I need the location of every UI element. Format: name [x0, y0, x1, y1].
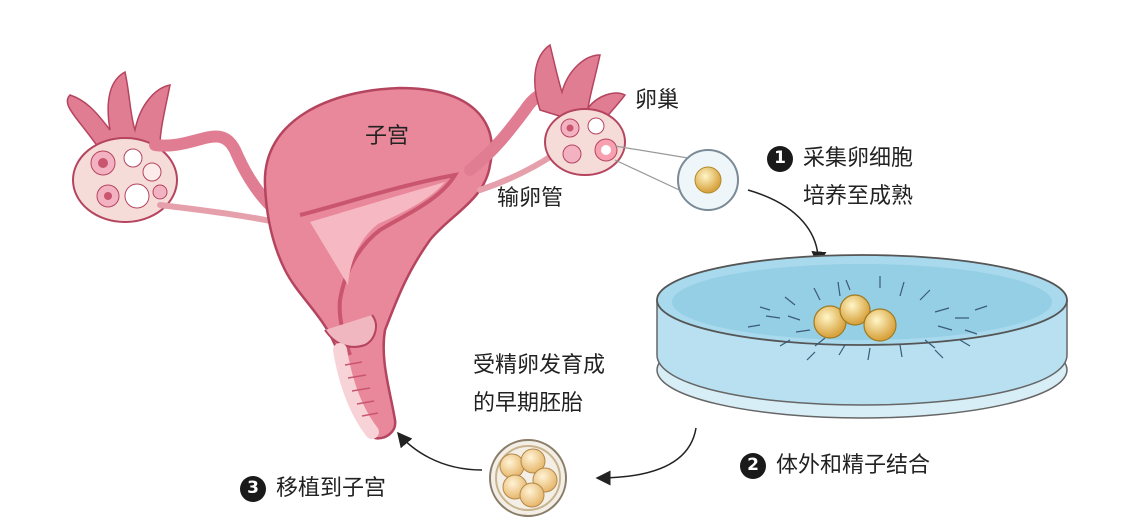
oviduct-label: 输卵管: [497, 185, 563, 213]
step-3-line-1: 移植到子宫: [276, 475, 386, 503]
arrow-to-embryo: [597, 428, 696, 478]
step-number-badge: 1: [767, 146, 793, 172]
step-2: 2 体外和精子结合: [740, 452, 930, 480]
step-1: 1 采集卵细胞 培养至成熟: [767, 145, 913, 210]
step-1-line-1: 采集卵细胞: [803, 145, 913, 173]
step-number-badge: 2: [740, 453, 766, 479]
step-3: 3 移植到子宫: [240, 475, 386, 503]
embryo-label-line-1: 受精卵发育成: [473, 352, 605, 380]
step-1-line-2: 培养至成熟: [767, 183, 913, 211]
embryo-label: 受精卵发育成 的早期胚胎: [473, 352, 605, 417]
early-embryo: [490, 440, 566, 516]
step-number-badge: 3: [240, 476, 266, 502]
ovary-label: 卵巢: [635, 87, 679, 115]
magnified-egg: [678, 150, 738, 210]
step-2-line-1: 体外和精子结合: [776, 452, 930, 480]
uterus-label: 子宫: [365, 123, 409, 151]
arrow-to-uterus: [398, 433, 482, 470]
embryo-label-line-2: 的早期胚胎: [473, 390, 605, 418]
petri-dish: [657, 255, 1067, 418]
right-ovary: [545, 109, 625, 175]
